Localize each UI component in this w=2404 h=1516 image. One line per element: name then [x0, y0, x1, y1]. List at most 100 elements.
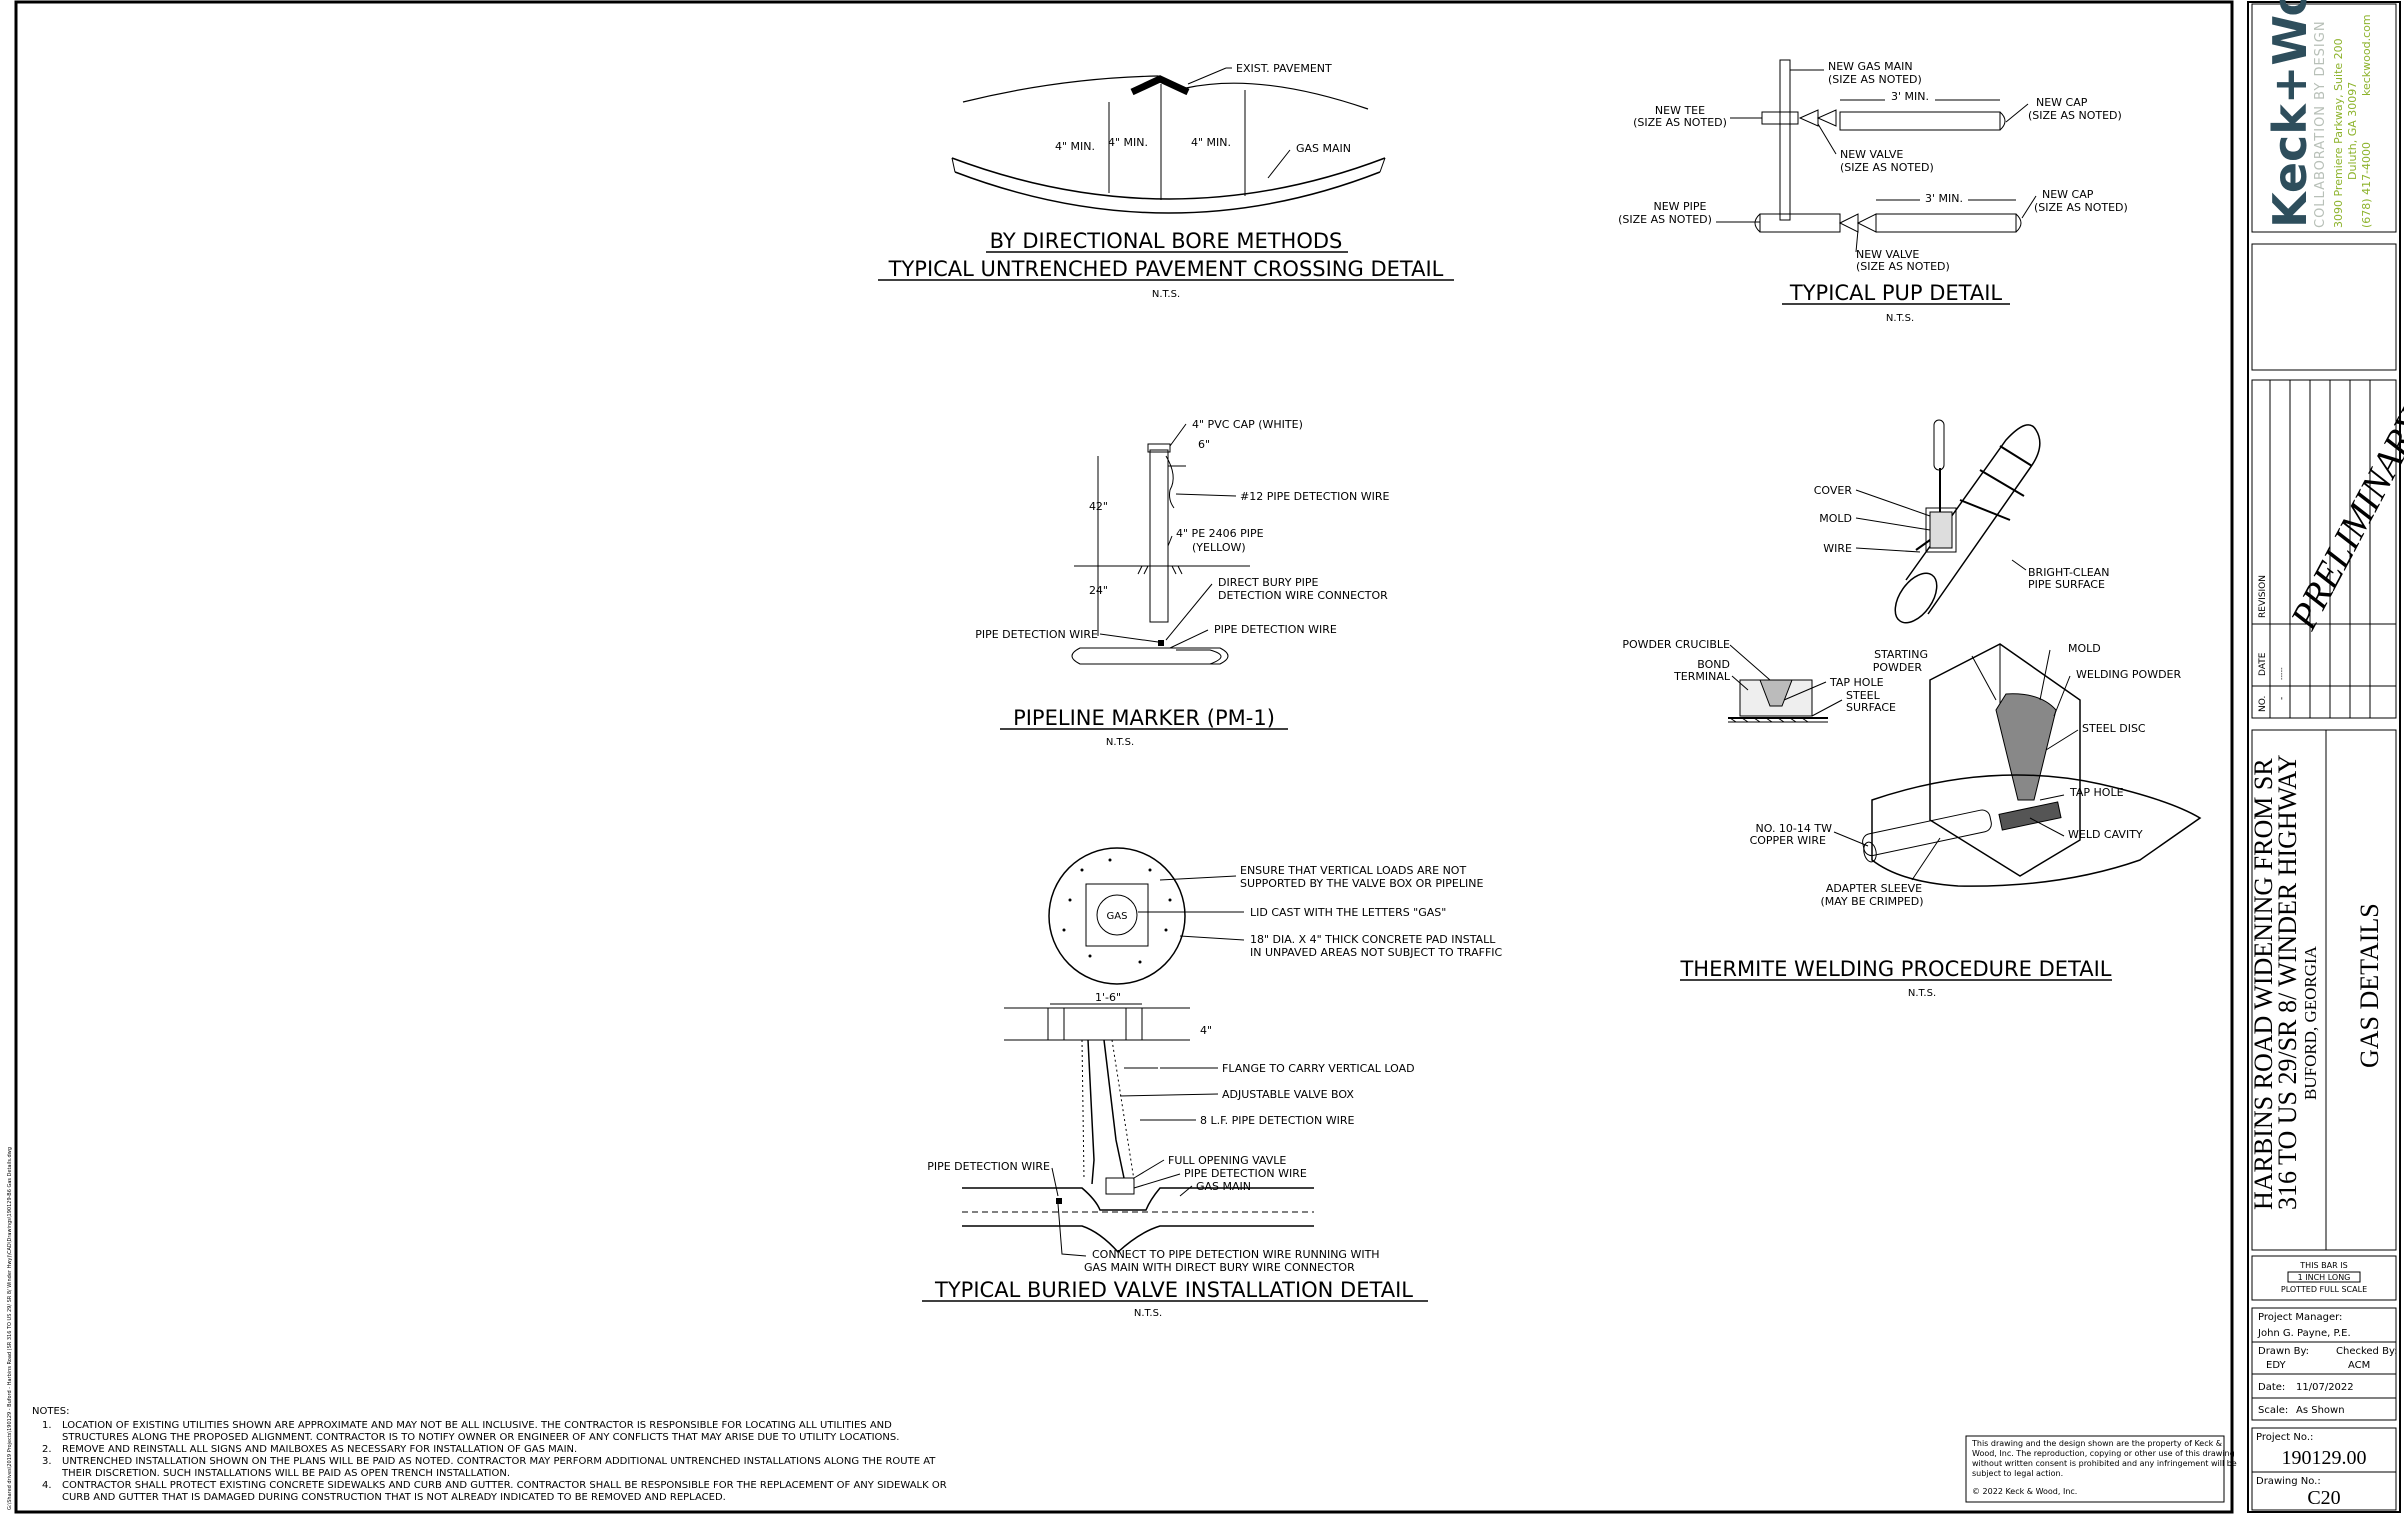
bore-title-1: BY DIRECTIONAL BORE METHODS	[990, 229, 1343, 253]
thermite-bright-1: BRIGHT-CLEAN	[2028, 566, 2109, 579]
thermite-mold-2: MOLD	[2068, 642, 2101, 655]
marker-direct-bury: DIRECT BURY PIPE	[1218, 576, 1318, 589]
thermite-adapter-2: (MAY BE CRIMPED)	[1820, 895, 1923, 908]
pup-scale: N.T.S.	[1886, 313, 1914, 324]
projno-label: Project No.:	[2256, 1432, 2313, 1443]
valve-connect-1: CONNECT TO PIPE DETECTION WIRE RUNNING W…	[1092, 1248, 1380, 1261]
date2-value: 11/07/2022	[2296, 1382, 2354, 1393]
thermite-starting-2: POWDER	[1873, 661, 1923, 674]
pup-new-valve: NEW VALVE	[1840, 148, 1903, 161]
thermite-cover: COVER	[1814, 484, 1853, 497]
valve-ensure-1: ENSURE THAT VERTICAL LOADS ARE NOT	[1240, 864, 1466, 877]
valve-scale: N.T.S.	[1134, 1308, 1162, 1319]
notes-heading: NOTES:	[32, 1406, 70, 1417]
pup-new-cap-2-sub: (SIZE AS NOTED)	[2034, 201, 2128, 214]
bore-detail: 4" MIN. 4" MIN. 4" MIN. EXIST. PAVEMENT …	[878, 62, 1454, 300]
thermite-bond-2: TERMINAL	[1673, 670, 1731, 683]
pup-new-cap-2: NEW CAP	[2042, 188, 2094, 201]
pup-new-cap-sub: (SIZE AS NOTED)	[2028, 109, 2122, 122]
preliminary-stamp: PRELIMINARY	[2282, 401, 2404, 637]
file-path: G:\Shared drives\2019 Projects\190129 - …	[7, 1147, 13, 1510]
marker-title: PIPELINE MARKER (PM-1)	[1013, 706, 1275, 730]
copyright-line-3: without written consent is prohibited an…	[1972, 1459, 2237, 1468]
valve-adjustable-label: ADJUSTABLE VALVE BOX	[1222, 1088, 1354, 1101]
pup-detail: 3' MIN. NEW GAS MAIN (SIZE AS NOTED) NEW…	[1618, 59, 2128, 324]
pup-min-2: 3' MIN.	[1925, 192, 1963, 205]
pup-new-pipe-sub: (SIZE AS NOTED)	[1618, 213, 1712, 226]
pup-new-valve-sub: (SIZE AS NOTED)	[1840, 161, 1934, 174]
bore-scale: N.T.S.	[1152, 289, 1180, 300]
marker-direct-bury-sub: DETECTION WIRE CONNECTOR	[1218, 589, 1388, 602]
marker-pdw-left: PIPE DETECTION WIRE	[975, 628, 1098, 641]
thermite-tap-hole-1: TAP HOLE	[1829, 676, 1884, 689]
marker-scale: N.T.S.	[1106, 737, 1134, 748]
note-4-line-2: CURB AND GUTTER THAT IS DAMAGED DURING C…	[62, 1492, 726, 1503]
bar-line-3: PLOTTED FULL SCALE	[2281, 1285, 2367, 1294]
copyright-line-4: subject to legal action.	[1972, 1469, 2063, 1478]
valve-dia-1: 18" DIA. X 4" THICK CONCRETE PAD INSTALL	[1250, 933, 1496, 946]
bore-gas-main-label: GAS MAIN	[1296, 142, 1351, 155]
valve-gas-lid: GAS	[1107, 911, 1128, 922]
thermite-powder-crucible: POWDER CRUCIBLE	[1622, 638, 1730, 651]
dwgno-value: C20	[2307, 1487, 2340, 1509]
pm-value: John G. Payne, P.E.	[2257, 1328, 2351, 1339]
note-2-num: 2.	[42, 1444, 52, 1455]
thermite-starting-1: STARTING	[1874, 648, 1928, 661]
valve-lf-label: 8 L.F. PIPE DETECTION WIRE	[1200, 1114, 1355, 1127]
pup-new-tee: NEW TEE	[1655, 104, 1705, 117]
title-block: Keck+Wood COLLABORATION BY DESIGN 3090 P…	[2249, 0, 2404, 1511]
valve-ensure-2: SUPPORTED BY THE VALVE BOX OR PIPELINE	[1240, 877, 1483, 890]
date-label: DATE	[2258, 652, 2268, 676]
thermite-scale: N.T.S.	[1908, 988, 1936, 999]
note-1-line-1: LOCATION OF EXISTING UTILITIES SHOWN ARE…	[62, 1420, 892, 1431]
valve-dim-4: 4"	[1200, 1024, 1212, 1037]
note-2-line-1: REMOVE AND REINSTALL ALL SIGNS AND MAILB…	[62, 1444, 577, 1455]
valve-dia-2: IN UNPAVED AREAS NOT SUBJECT TO TRAFFIC	[1250, 946, 1503, 959]
note-4-line-1: CONTRACTOR SHALL PROTECT EXISTING CONCRE…	[62, 1480, 947, 1491]
pup-new-gas-main: NEW GAS MAIN	[1828, 60, 1913, 73]
valve-pdw-left: PIPE DETECTION WIRE	[927, 1160, 1050, 1173]
brand-phone: (678) 417-4000	[2360, 142, 2373, 228]
scale-label: Scale:	[2258, 1405, 2288, 1416]
thermite-no10-2: COPPER WIRE	[1750, 834, 1826, 847]
bore-dim-2: 4" MIN.	[1108, 136, 1148, 149]
brand-web: keckwood.com	[2360, 14, 2373, 96]
valve-full-opening: FULL OPENING VAVLE	[1168, 1154, 1286, 1167]
pup-title: TYPICAL PUP DETAIL	[1789, 281, 2002, 305]
pup-new-gas-main-sub: (SIZE AS NOTED)	[1828, 73, 1922, 86]
brand-logo: Keck+Wood	[2263, 0, 2317, 228]
pup-new-cap: NEW CAP	[2036, 96, 2088, 109]
thermite-steel-1: STEEL	[1846, 689, 1881, 702]
valve-detail: GAS ENSURE THAT VERTICAL LOADS ARE NOT S…	[922, 847, 1503, 1319]
bore-title-2: TYPICAL UNTRENCHED PAVEMENT CROSSING DET…	[888, 257, 1444, 281]
general-notes: NOTES: 1. LOCATION OF EXISTING UTILITIES…	[32, 1406, 947, 1503]
thermite-title: THERMITE WELDING PROCEDURE DETAIL	[1679, 957, 2111, 981]
exist-pavement-label: EXIST. PAVEMENT	[1236, 62, 1332, 75]
thermite-weld-cavity: WELD CAVITY	[2068, 828, 2143, 841]
checked-label: Checked By:	[2336, 1346, 2398, 1357]
copyright-line-2: Wood, Inc. The reproduction, copying or …	[1972, 1449, 2235, 1458]
note-3-line-1: UNTRENCHED INSTALLATION SHOWN ON THE PLA…	[62, 1456, 936, 1467]
checked-value: ACM	[2348, 1360, 2370, 1371]
valve-title: TYPICAL BURIED VALVE INSTALLATION DETAIL	[934, 1278, 1413, 1302]
marker-dim-42: 42"	[1089, 500, 1108, 513]
date2-label: Date:	[2258, 1382, 2285, 1393]
thermite-no10-1: NO. 10-14 TW	[1756, 822, 1833, 835]
scale-value: As Shown	[2296, 1405, 2345, 1416]
dwgno-label: Drawing No.:	[2256, 1476, 2321, 1487]
marker-detail: 42" 24" 4" PVC CAP (WHITE) 6" #12 PIPE D…	[975, 418, 1389, 748]
marker-dim-24: 24"	[1089, 584, 1108, 597]
titleblock-border	[2247, 1, 2401, 1513]
bar-line-1: THIS BAR IS	[2299, 1261, 2347, 1270]
bore-dim-3: 4" MIN.	[1191, 136, 1231, 149]
projno-value: 190129.00	[2282, 1447, 2367, 1469]
valve-lid-label: LID CAST WITH THE LETTERS "GAS"	[1250, 906, 1446, 919]
thermite-steel-2: SURFACE	[1846, 701, 1896, 714]
no-label: NO.	[2258, 696, 2268, 712]
valve-pdw-right: PIPE DETECTION WIRE	[1184, 1167, 1307, 1180]
marker-six-label: 6"	[1198, 438, 1210, 451]
thermite-tap-hole-2: TAP HOLE	[2069, 786, 2124, 799]
note-3-num: 3.	[42, 1456, 52, 1467]
drawn-value: EDY	[2266, 1360, 2286, 1371]
